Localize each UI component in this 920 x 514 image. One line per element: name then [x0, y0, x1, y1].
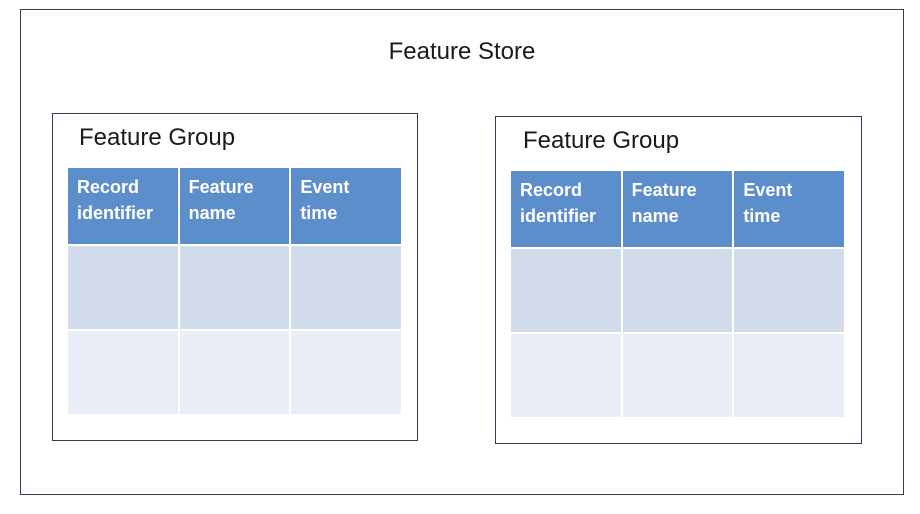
feature-group-2: Feature Group Record identifier Feature …	[495, 116, 862, 444]
column-header-feature-name: Feature name	[622, 171, 733, 247]
table-header-row: Record identifier Feature name Event tim…	[68, 168, 401, 244]
table-cell	[511, 249, 621, 332]
table-row	[68, 331, 401, 414]
column-header-label: Event time	[300, 177, 350, 223]
feature-group-table: Record identifier Feature name Event tim…	[66, 166, 403, 416]
column-header-label: Feature name	[188, 177, 254, 223]
table-cell	[68, 331, 178, 414]
table-row	[511, 334, 844, 417]
table-cell	[68, 246, 178, 329]
table-cell	[622, 249, 733, 332]
column-header-label: Record identifier	[77, 177, 154, 223]
table-cell	[622, 334, 733, 417]
table-cell	[179, 246, 290, 329]
feature-group-1: Feature Group Record identifier Feature …	[52, 113, 418, 441]
column-header-label: Feature name	[631, 180, 697, 226]
feature-store: Feature Store Feature Group Record ident…	[20, 9, 904, 495]
table-cell	[511, 334, 621, 417]
column-header-label: Record identifier	[520, 180, 597, 226]
table-cell	[291, 246, 401, 329]
column-header-record-identifier: Record identifier	[511, 171, 621, 247]
column-header-event-time: Event time	[734, 171, 844, 247]
table-cell	[734, 334, 844, 417]
column-header-feature-name: Feature name	[179, 168, 290, 244]
table-cell	[291, 331, 401, 414]
column-header-record-identifier: Record identifier	[68, 168, 178, 244]
column-header-event-time: Event time	[291, 168, 401, 244]
feature-group-title: Feature Group	[523, 127, 680, 154]
feature-group-title: Feature Group	[79, 124, 236, 151]
table-cell	[734, 249, 844, 332]
feature-store-title: Feature Store	[388, 38, 536, 65]
table-row	[68, 246, 401, 329]
table-header-row: Record identifier Feature name Event tim…	[511, 171, 844, 247]
column-header-label: Event time	[743, 180, 793, 226]
table-row	[511, 249, 844, 332]
table-cell	[179, 331, 290, 414]
feature-group-table: Record identifier Feature name Event tim…	[509, 169, 846, 419]
